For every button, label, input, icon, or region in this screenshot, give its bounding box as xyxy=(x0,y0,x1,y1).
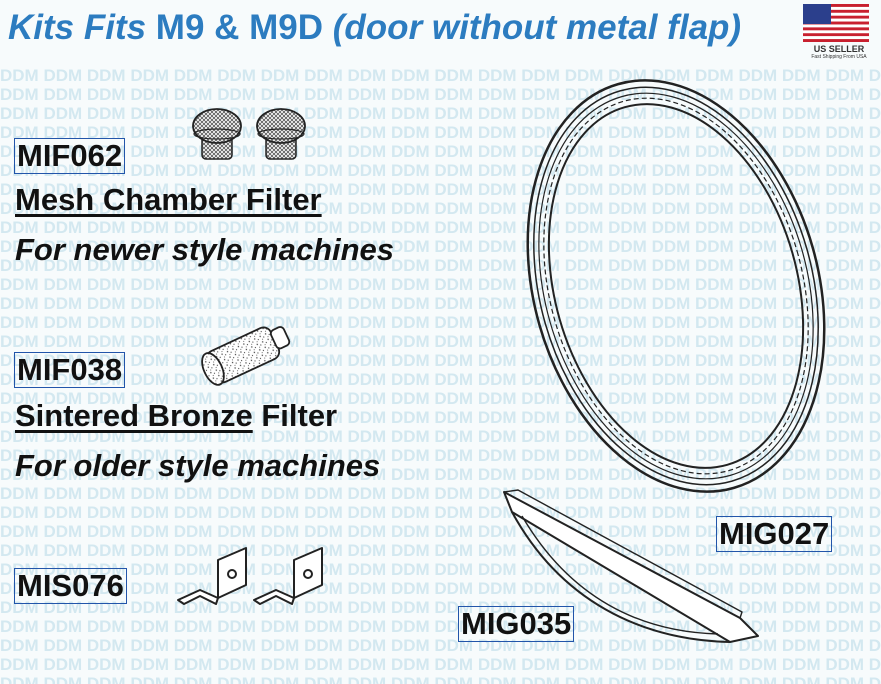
note-mif038: For older style machines xyxy=(15,448,381,483)
name-mif038-underlined: Sintered Bronze xyxy=(15,398,253,433)
name-mif062: Mesh Chamber Filter xyxy=(15,182,322,218)
clip-icon xyxy=(177,547,247,605)
code-mig027: MIG027 xyxy=(716,516,833,552)
name-mif038: Sintered Bronze Filter xyxy=(15,398,337,434)
note-mif062: For newer style machines xyxy=(15,232,395,267)
door-gasket-icon xyxy=(526,79,826,493)
name-mif062-text: Mesh Chamber Filter xyxy=(15,182,322,217)
seal-strip-icon xyxy=(503,489,759,643)
mesh-filter-icon xyxy=(256,108,306,160)
us-seller-badge: US SELLER Fast Shipping From USA xyxy=(803,4,875,60)
fast-shipping-label: Fast Shipping From USA xyxy=(811,54,867,60)
clip-icon xyxy=(253,547,323,605)
code-mif038: MIF038 xyxy=(14,352,126,388)
code-mis076: MIS076 xyxy=(14,568,127,604)
code-mig035: MIG035 xyxy=(458,606,575,642)
page-title: Kits Fits M9 & M9D (door without metal f… xyxy=(8,8,741,48)
us-seller-label: US SELLER xyxy=(813,44,865,54)
name-mif038-rest: Filter xyxy=(252,398,338,433)
title-prefix: Kits Fits xyxy=(8,8,156,47)
title-suffix: (door without metal flap) xyxy=(323,8,742,47)
us-flag-icon xyxy=(803,4,869,42)
bronze-filter-icon xyxy=(201,326,291,386)
mesh-filter-icon xyxy=(192,108,242,160)
code-mif062: MIF062 xyxy=(14,138,126,174)
title-models: M9 & M9D xyxy=(155,8,324,47)
